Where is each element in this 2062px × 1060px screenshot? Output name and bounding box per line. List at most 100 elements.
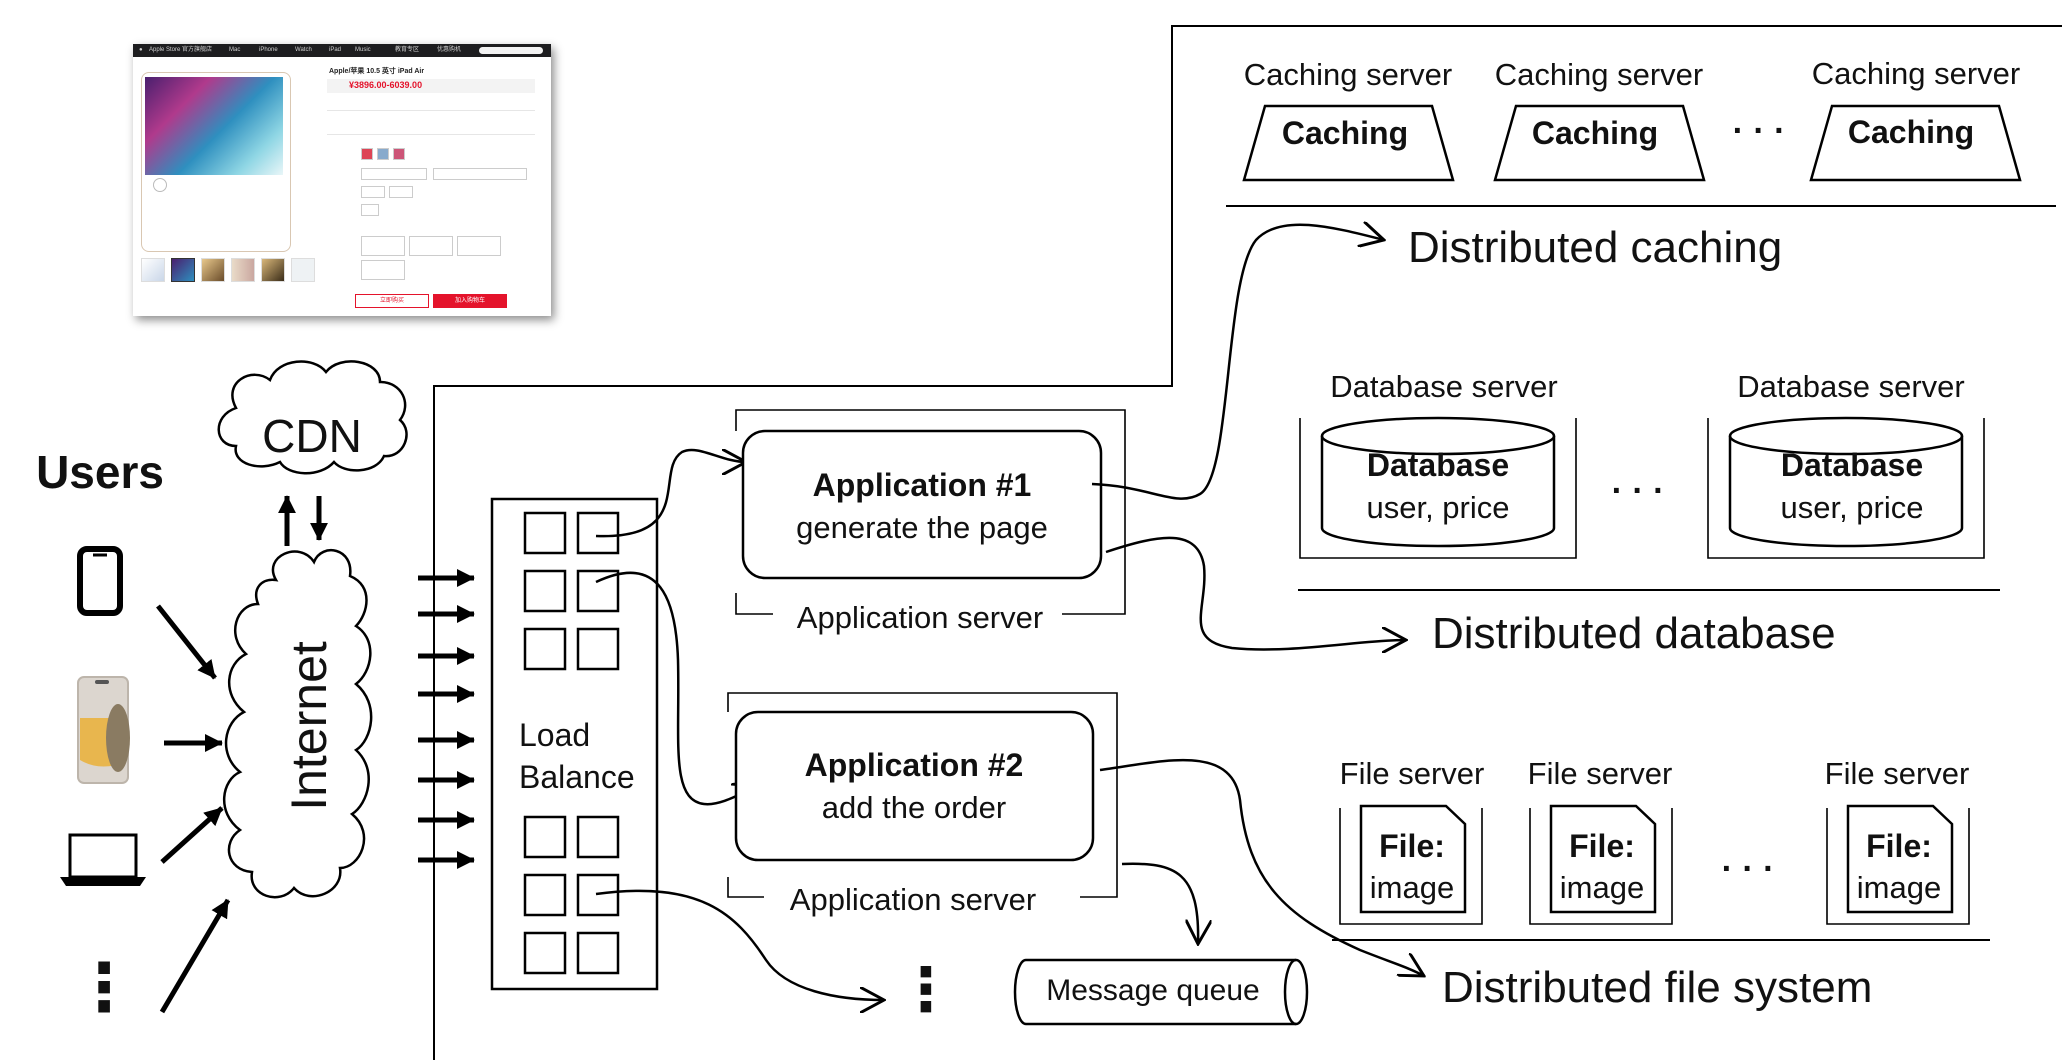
datacenter-boundary — [433, 25, 2062, 1060]
thumbnail-1 — [141, 258, 165, 282]
file-node-title-3: File: — [1866, 828, 1932, 864]
database-node-2 — [1728, 416, 1964, 548]
product-page-screenshot: ● Apple Store 官方旗舰店 Mac iPhone Watch iPa… — [133, 44, 551, 316]
caching-ellipsis: · · · — [1733, 112, 1786, 150]
nav-store: Apple Store 官方旗舰店 — [149, 47, 213, 53]
route-lb-to-more — [595, 889, 884, 1000]
caching-server-label-2: Caching server — [1495, 57, 1703, 92]
file-server-label-1: File server — [1340, 756, 1485, 791]
option-box — [389, 186, 413, 198]
file-node-title-1: File: — [1379, 828, 1445, 864]
thumbnail-6 — [291, 258, 315, 282]
file-node-subtitle-1: image — [1370, 870, 1454, 905]
thumbnail-3 — [201, 258, 225, 282]
route-app2-to-filesystem — [1099, 758, 1424, 976]
product-title: Apple/苹果 10.5 英寸 iPad Air — [329, 68, 425, 75]
application-1: Application #1 generate the page Applica… — [735, 409, 1126, 635]
database-node-title-2: Database — [1781, 447, 1923, 483]
users-ellipsis: ⋮ — [71, 950, 137, 1024]
application-2: Application #2 add the order Application… — [727, 692, 1118, 917]
search-box — [479, 47, 543, 54]
plan-box — [361, 236, 405, 256]
add-to-cart-button: 加入购物车 — [433, 294, 507, 308]
divider — [327, 134, 535, 135]
app1-subtitle: generate the page — [796, 510, 1048, 545]
thumbnail-2 — [171, 258, 195, 282]
color-option — [393, 148, 405, 160]
caching-node-label-3: Caching — [1848, 114, 1974, 150]
ingress-arrows — [418, 569, 475, 869]
caching-node-1 — [1242, 104, 1455, 182]
option-box — [361, 186, 385, 198]
database-ellipsis: · · · — [1612, 472, 1665, 510]
route-lb-to-app1 — [595, 448, 746, 538]
nav-watch: Watch — [295, 47, 312, 53]
distributed-file-system: File server File server File server File… — [1332, 756, 1990, 1012]
users-label: Users — [36, 446, 164, 498]
database-node-subtitle-2: user, price — [1780, 490, 1923, 525]
product-price: ¥3896.00-6039.00 — [349, 80, 423, 90]
distributed-file-system-label: Distributed file system — [1442, 963, 1872, 1012]
load-balancer: Load Balance — [490, 497, 659, 991]
option-box — [361, 168, 427, 180]
route-app2-to-queue — [1121, 862, 1198, 944]
nav-ipad: iPad — [329, 47, 342, 53]
smartphone-icon — [77, 676, 130, 784]
caching-node-label-1: Caching — [1282, 115, 1408, 151]
file-ellipsis: · · · — [1722, 850, 1775, 888]
color-option — [377, 148, 389, 160]
database-node-title-1: Database — [1367, 447, 1509, 483]
quantity-box — [361, 204, 379, 216]
file-server-label-3: File server — [1825, 756, 1970, 791]
arrow-phone-internet — [156, 604, 217, 680]
nav-education: 教育专区 — [395, 47, 420, 53]
file-node-3 — [1846, 804, 1954, 914]
file-node-subtitle-3: image — [1857, 870, 1941, 905]
database-node-subtitle-1: user, price — [1366, 490, 1509, 525]
caching-node-2 — [1493, 104, 1706, 182]
app2-server-label: Application server — [790, 882, 1036, 917]
file-node-2 — [1549, 804, 1657, 914]
caching-server-label-3: Caching server — [1812, 56, 2020, 91]
arrow-more-internet — [159, 898, 231, 1014]
ipad-product-image — [141, 72, 291, 252]
app-ellipsis: ⋮ — [896, 956, 956, 1023]
product-page-nav: ● Apple Store 官方旗舰店 Mac iPhone Watch iPa… — [133, 44, 551, 57]
thumbnail-5 — [261, 258, 285, 282]
cdn-cloud — [217, 360, 408, 475]
distributed-database: Database server Database server Database… — [1298, 369, 2000, 658]
message-queue: Message queue — [1013, 958, 1309, 1026]
file-node-title-2: File: — [1569, 828, 1635, 864]
thumbnail-4 — [231, 258, 255, 282]
option-box — [433, 168, 527, 180]
database-server-label-2: Database server — [1737, 369, 1964, 404]
nav-deals: 优惠购机 — [437, 47, 462, 53]
app1-server-label: Application server — [797, 600, 1043, 635]
distributed-caching-label: Distributed caching — [1408, 223, 1782, 272]
plan-box — [457, 236, 501, 256]
database-node-1 — [1320, 416, 1556, 548]
internet-cloud — [223, 548, 373, 899]
load-balance-label-line1: Load — [519, 717, 590, 753]
distributed-caching: Caching server Caching server Caching se… — [1226, 56, 2056, 272]
route-app1-to-caching — [1091, 225, 1384, 500]
nav-mac: Mac — [229, 47, 241, 53]
plan-box — [409, 236, 453, 256]
home-button-icon — [153, 178, 167, 192]
caching-server-label-1: Caching server — [1244, 57, 1452, 92]
route-app1-to-database — [1105, 536, 1406, 650]
file-node-1 — [1359, 804, 1467, 914]
route-lb-to-app2 — [595, 571, 758, 804]
arrow-laptop-internet — [160, 806, 224, 864]
distributed-database-label: Distributed database — [1432, 609, 1836, 658]
ipad-wallpaper — [145, 77, 283, 175]
divider — [327, 110, 535, 111]
app1-title: Application #1 — [813, 467, 1032, 503]
plan-box — [361, 260, 405, 280]
cdn-label: CDN — [262, 410, 362, 462]
file-node-subtitle-2: image — [1560, 870, 1644, 905]
price-bar — [327, 79, 535, 93]
phone-icon — [77, 546, 123, 616]
nav-iphone: iPhone — [259, 47, 278, 53]
